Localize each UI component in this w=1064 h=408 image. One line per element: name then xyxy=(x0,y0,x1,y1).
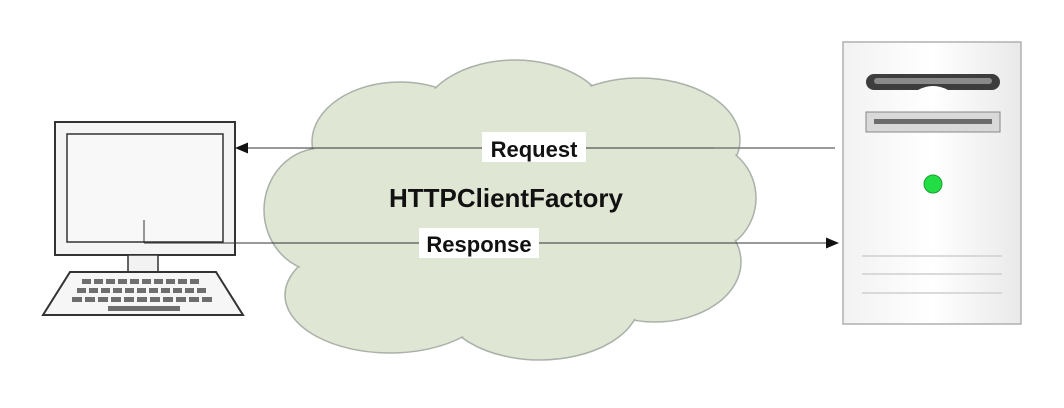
desktop-computer-icon xyxy=(41,121,245,316)
server-status-led xyxy=(923,174,943,194)
response-label-bg xyxy=(419,228,539,258)
request-label: Request xyxy=(491,137,578,162)
response-label: Response xyxy=(426,232,531,257)
cloud-shape xyxy=(263,59,757,361)
request-label-bg xyxy=(482,132,586,162)
server-tower-icon xyxy=(842,41,1022,325)
cloud-label: HTTPClientFactory xyxy=(389,183,624,213)
